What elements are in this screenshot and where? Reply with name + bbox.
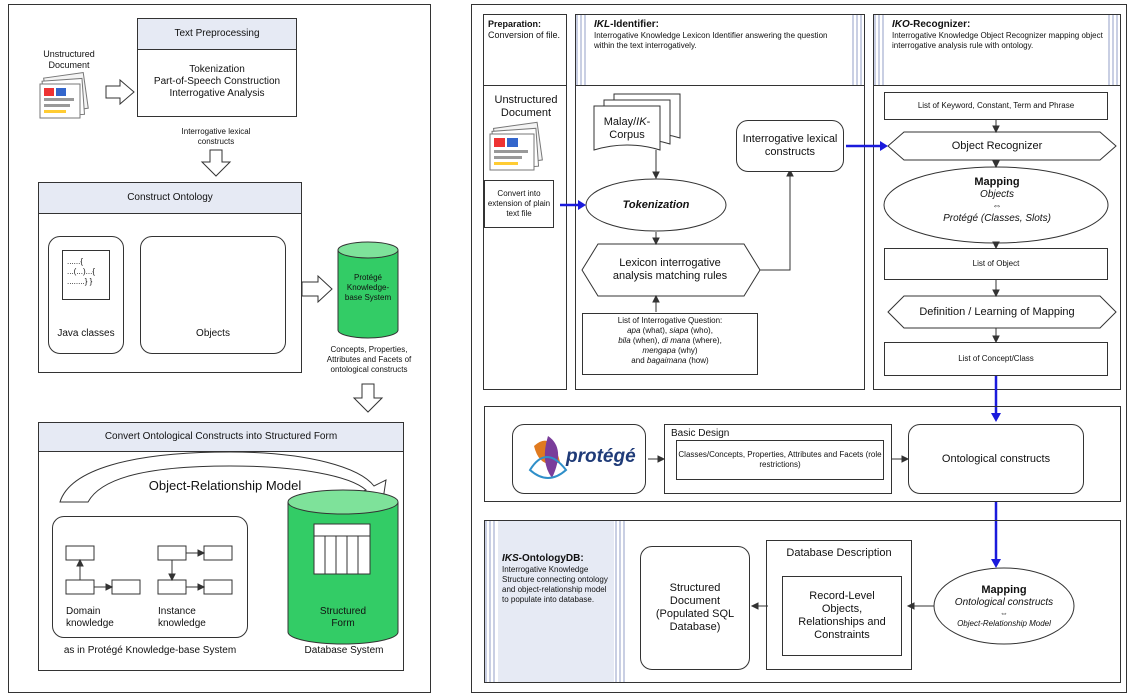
protege-logo-icon xyxy=(528,436,568,479)
object-recognizer-label: Object Recognizer xyxy=(951,140,1043,152)
objects-box xyxy=(140,236,286,354)
definition-mapping-label: Definition / Learning of Mapping xyxy=(919,306,1075,318)
iks-stripe-left xyxy=(485,521,497,682)
step-pos: Part-of-Speech Construction xyxy=(153,76,281,87)
lexicon-rules-label: Lexicon interrogative analysis matching … xyxy=(612,257,728,282)
preparation-column xyxy=(483,85,567,390)
hollow-arrow xyxy=(105,78,135,106)
question-list-box: List of Interrogative Question: apa (wha… xyxy=(582,313,758,375)
ontological-constructs-box: Ontological constructs xyxy=(908,424,1084,494)
iks-header: IKS-OntologyDB: Interrogative Knowledge … xyxy=(498,521,614,682)
preparation-header: Preparation: Conversion of file. xyxy=(483,14,567,86)
mapping2-text: Mapping Ontological constructs ⇔ Object-… xyxy=(954,584,1054,628)
ikl-column xyxy=(575,85,865,390)
lexicon-hexagon xyxy=(581,243,761,297)
instance-knowledge-graph xyxy=(157,545,233,595)
db-description-box: Database Description xyxy=(766,540,912,670)
record-level-box: Record-Level Objects, Relationships and … xyxy=(782,576,902,656)
convert-box: Convert into extension of plain text fil… xyxy=(484,180,554,228)
java-classes-label: Java classes xyxy=(57,328,115,339)
right-unstructured-document-label: Unstructured Document xyxy=(494,94,558,119)
instance-knowledge-label: Instance knowledge xyxy=(158,606,206,629)
structured-form-cylinder xyxy=(287,489,399,645)
protege-logo-text: protégé xyxy=(566,446,636,467)
left-unstructured-document-label: Unstructured Document xyxy=(43,49,95,70)
tokenization-label: Tokenization xyxy=(622,198,690,211)
knowledge-box xyxy=(52,516,248,638)
design-row-panel xyxy=(484,406,1121,502)
classes-desc-box: Classes/Concepts, Properties, Attributes… xyxy=(676,440,884,480)
interrogative-lexical-label: Interrogative lexical constructs xyxy=(181,127,251,146)
structured-doc-box: Structured Document (Populated SQL Datab… xyxy=(640,546,750,670)
corpus-label: Malay/IK-Corpus xyxy=(603,116,651,141)
concepts-note: Concepts, Properties, Attributes and Fac… xyxy=(326,345,412,374)
interrogative-lexical-box: Interrogative lexical constructs xyxy=(736,120,844,172)
step-tokenization: Tokenization xyxy=(189,64,245,75)
ikl-header: IKL-Identifier: Interrogative Knowledge … xyxy=(575,14,865,86)
list-concept-box: List of Concept/Class xyxy=(884,342,1108,376)
iko-header-stripe-right xyxy=(1108,15,1120,85)
iko-header: IKO-Recognizer: Interrogative Knowledge … xyxy=(873,14,1121,86)
document-stack-icon xyxy=(39,71,89,119)
iks-stripe-right xyxy=(615,521,627,682)
protege-kb-cylinder xyxy=(337,241,399,339)
iks-panel xyxy=(484,520,1121,683)
list-keywords-box: List of Keyword, Constant, Term and Phra… xyxy=(884,92,1108,120)
orm-arc xyxy=(59,451,387,507)
corpus-pages xyxy=(593,93,681,151)
iko-header-stripe-left xyxy=(874,15,886,85)
basic-design-box: Basic Design xyxy=(664,424,892,494)
ikl-header-stripe-left xyxy=(576,15,588,85)
protege-logo-box xyxy=(512,424,646,494)
mapping2-ellipse xyxy=(933,567,1075,645)
definition-hexagon xyxy=(887,295,1117,329)
domain-knowledge-label: Domain knowledge xyxy=(66,606,114,629)
step-interrogative: Interrogative Analysis xyxy=(169,88,265,99)
structured-form-label: Structured Form xyxy=(319,606,367,629)
ikl-header-stripe-right xyxy=(852,15,864,85)
orm-label: Object-Relationship Model xyxy=(148,477,302,493)
objects-label: Objects xyxy=(196,328,230,339)
java-code-card: ......{ ...(...)...{ ........} } xyxy=(62,250,110,300)
mapping1-text: Mapping Objects ⇔ Protégé (Classes, Slot… xyxy=(943,176,1051,224)
database-system-label: Database System xyxy=(304,645,384,656)
as-in-protege-label: as in Protégé Knowledge-base System xyxy=(63,645,237,656)
convert-box xyxy=(38,451,404,671)
text-preprocessing-box: Tokenization Part-of-Speech Construction… xyxy=(137,49,297,117)
document-stack-icon xyxy=(489,121,543,171)
protege-kb-label: Protégé Knowledge-base System xyxy=(344,273,392,302)
list-object-box: List of Object xyxy=(884,248,1108,280)
domain-knowledge-graph xyxy=(65,545,141,595)
